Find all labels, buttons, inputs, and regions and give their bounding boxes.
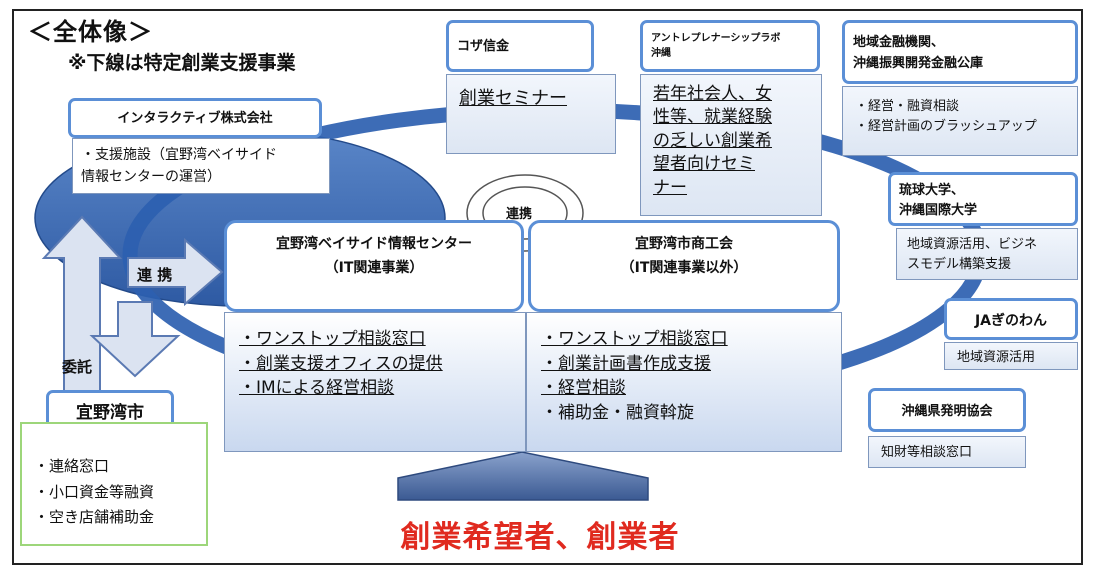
koza-seminar: 創業セミナー bbox=[459, 88, 567, 109]
university-box: 琉球大学、 沖縄国際大学 bbox=[888, 172, 1078, 226]
chamber-name: 宜野湾市商工会 bbox=[635, 236, 733, 252]
finance-name-2: 沖縄振興開発金融公庫 bbox=[853, 55, 984, 71]
ant-lab-detail-box: 若年社会人、女 性等、就業経験 の乏しい創業希 望者向けセミ ナー bbox=[640, 74, 822, 216]
page-title: ＜全体像＞ bbox=[28, 18, 153, 46]
bayside-center-box: 宜野湾ベイサイド情報センター （IT関連事業） bbox=[224, 220, 524, 312]
renkei-right-arrow bbox=[127, 237, 224, 307]
bayside-sub: （IT関連事業） bbox=[324, 259, 424, 276]
ginowan-city-name: 宜野湾市 bbox=[76, 403, 144, 423]
university-name: 琉球大学、 bbox=[899, 183, 965, 198]
bayside-service: ・創業支援オフィスの提供 bbox=[239, 353, 443, 374]
ant-lab-line: 若年社会人、女 bbox=[653, 84, 772, 104]
koza-shinkin-name: コザ信金 bbox=[457, 39, 510, 54]
university-name-2: 沖縄国際大学 bbox=[899, 202, 978, 218]
legend-note: ※下線は特定創業支援事業 bbox=[68, 52, 296, 74]
koza-shinkin-box: コザ信金 bbox=[446, 20, 594, 72]
chamber-sub: （IT関連事業以外） bbox=[620, 259, 748, 276]
ja-detail-box: 地域資源活用 bbox=[944, 342, 1078, 370]
finance-detail-box: ・経営・融資相談 ・経営計画のブラッシュアップ bbox=[842, 86, 1078, 156]
interactive-company-box: インタラクティブ株式会社 bbox=[68, 98, 322, 138]
bayside-name: 宜野湾ベイサイド情報センター bbox=[276, 236, 472, 252]
ant-lab-box: アントレプレナーシップラボ 沖縄 bbox=[640, 20, 820, 72]
entrepreneurs-label: 創業希望者、創業者 bbox=[400, 520, 680, 555]
chamber-box: 宜野湾市商工会 （IT関連事業以外） bbox=[528, 220, 840, 312]
interactive-line: ・支援施設（宜野湾ベイサイド bbox=[81, 147, 277, 163]
invention-detail-box: 知財等相談窓口 bbox=[868, 436, 1026, 468]
entrepreneur-arrow bbox=[397, 451, 649, 501]
ant-lab-line: の乏しい創業希 bbox=[653, 130, 772, 151]
ginowan-city-detail-box: ・連絡窓口 ・小口資金等融資 ・空き店舗補助金 bbox=[20, 422, 208, 546]
city-item: ・空き店舗補助金 bbox=[34, 508, 155, 526]
chamber-service: ・ワンストップ相談窓口 bbox=[541, 329, 728, 349]
finance-line: ・経営・融資相談 bbox=[855, 99, 960, 114]
invention-line: 知財等相談窓口 bbox=[881, 445, 973, 460]
ant-lab-line: 望者向けセミ bbox=[653, 154, 755, 175]
chamber-service: ・創業計画書作成支援 bbox=[541, 353, 711, 374]
interactive-detail-box: ・支援施設（宜野湾ベイサイド 情報センターの運営） bbox=[72, 138, 330, 194]
renkei-left-label: 連 携 bbox=[137, 266, 173, 284]
bayside-service: ・ワンストップ相談窓口 bbox=[239, 329, 426, 349]
koza-detail-box: 創業セミナー bbox=[446, 74, 616, 154]
chamber-service: ・補助金・融資斡旋 bbox=[541, 402, 694, 423]
finance-line: ・経営計画のブラッシュアップ bbox=[855, 119, 1037, 135]
interactive-company-name: インタラクティブ株式会社 bbox=[117, 111, 273, 126]
interactive-line: 情報センターの運営） bbox=[81, 168, 221, 185]
invention-name: 沖縄県発明協会 bbox=[901, 404, 993, 419]
city-item: ・小口資金等融資 bbox=[34, 482, 155, 501]
ja-line: 地域資源活用 bbox=[957, 350, 1036, 365]
ja-box: JAぎのわん bbox=[944, 298, 1078, 340]
invention-box: 沖縄県発明協会 bbox=[868, 388, 1026, 432]
bayside-services-box: ・ワンストップ相談窓口 ・創業支援オフィスの提供 ・IMによる経営相談 bbox=[224, 312, 526, 452]
bayside-service: ・IMによる経営相談 bbox=[239, 378, 395, 399]
city-down-arrow bbox=[89, 301, 181, 378]
ant-lab-name: アントレプレナーシップラボ bbox=[651, 33, 781, 44]
ja-name: JAぎのわん bbox=[974, 313, 1048, 329]
ant-lab-line: 性等、就業経験 bbox=[653, 107, 772, 128]
finance-box: 地域金融機関、 沖縄振興開発金融公庫 bbox=[842, 20, 1078, 84]
renkei-center-label: 連携 bbox=[506, 207, 533, 222]
chamber-services-box: ・ワンストップ相談窓口 ・創業計画書作成支援 ・経営相談 ・補助金・融資斡旋 bbox=[526, 312, 842, 452]
renkei-outer-ring bbox=[466, 174, 584, 252]
ant-lab-name-2: 沖縄 bbox=[651, 48, 671, 59]
university-line: スモデル構築支援 bbox=[907, 257, 1012, 273]
ant-lab-line: ナー bbox=[653, 177, 687, 198]
finance-name: 地域金融機関、 bbox=[853, 35, 945, 50]
city-item: ・連絡窓口 bbox=[34, 457, 110, 475]
chamber-service: ・経営相談 bbox=[541, 378, 626, 399]
itaku-arrow bbox=[41, 215, 123, 396]
university-detail-box: 地域資源活用、ビジネ スモデル構築支援 bbox=[896, 228, 1078, 280]
itaku-label: 委託 bbox=[62, 358, 93, 376]
university-line: 地域資源活用、ビジネ bbox=[907, 237, 1038, 252]
